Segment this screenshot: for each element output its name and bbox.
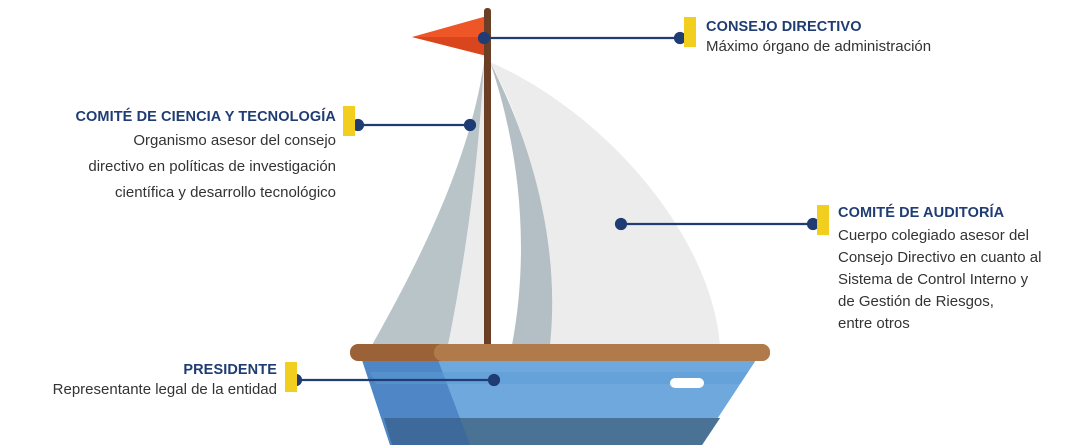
node-desc-line: Sistema de Control Interno y (838, 271, 1029, 288)
connector-dot-presidente-end (487, 373, 501, 387)
node-desc: Representante legal de la entidad (52, 381, 277, 398)
node-desc-line: Cuerpo colegiado asesor del (838, 227, 1029, 244)
node-title: COMITÉ DE AUDITORÍA (838, 205, 1005, 221)
deck-highlight (434, 344, 770, 361)
node-desc-line: Consejo Directivo en cuanto al (838, 249, 1042, 266)
node-title: CONSEJO DIRECTIVO (706, 19, 862, 35)
node-desc-line: de Gestión de Riesgos, (838, 293, 994, 310)
node-title: PRESIDENTE (183, 362, 277, 378)
node-desc-line: Organismo asesor del consejo (133, 132, 336, 149)
connector-dot-ciencia-end (463, 118, 477, 132)
flag-shade (412, 37, 487, 56)
left-sail-light (448, 62, 484, 345)
node-desc-line: directivo en políticas de investigación (88, 158, 336, 175)
node-desc-line: científica y desarrollo tecnológico (115, 184, 336, 201)
node-comite-ciencia: COMITÉ DE CIENCIA Y TECNOLOGÍA Organismo… (0, 106, 336, 204)
left-sail (372, 62, 487, 345)
marker-ciencia (343, 106, 355, 136)
node-consejo-directivo: CONSEJO DIRECTIVO Máximo órgano de admin… (706, 16, 931, 58)
connector-dot-consejo-start (477, 31, 491, 45)
node-desc: Máximo órgano de administración (706, 38, 932, 55)
marker-consejo (684, 17, 696, 47)
hull-bottom-right (460, 418, 720, 445)
connector-dot-auditoria-start (614, 217, 628, 231)
node-desc-line: entre otros (838, 315, 910, 332)
marker-auditoria (817, 205, 829, 235)
node-presidente: PRESIDENTE Representante legal de la ent… (0, 359, 277, 401)
node-comite-auditoria: COMITÉ DE AUDITORÍA Cuerpo colegiado ase… (838, 202, 1078, 335)
mast (484, 8, 491, 348)
porthole (670, 378, 704, 388)
middle-sail (490, 62, 553, 345)
marker-presidente (285, 362, 297, 392)
node-title: COMITÉ DE CIENCIA Y TECNOLOGÍA (75, 109, 336, 125)
